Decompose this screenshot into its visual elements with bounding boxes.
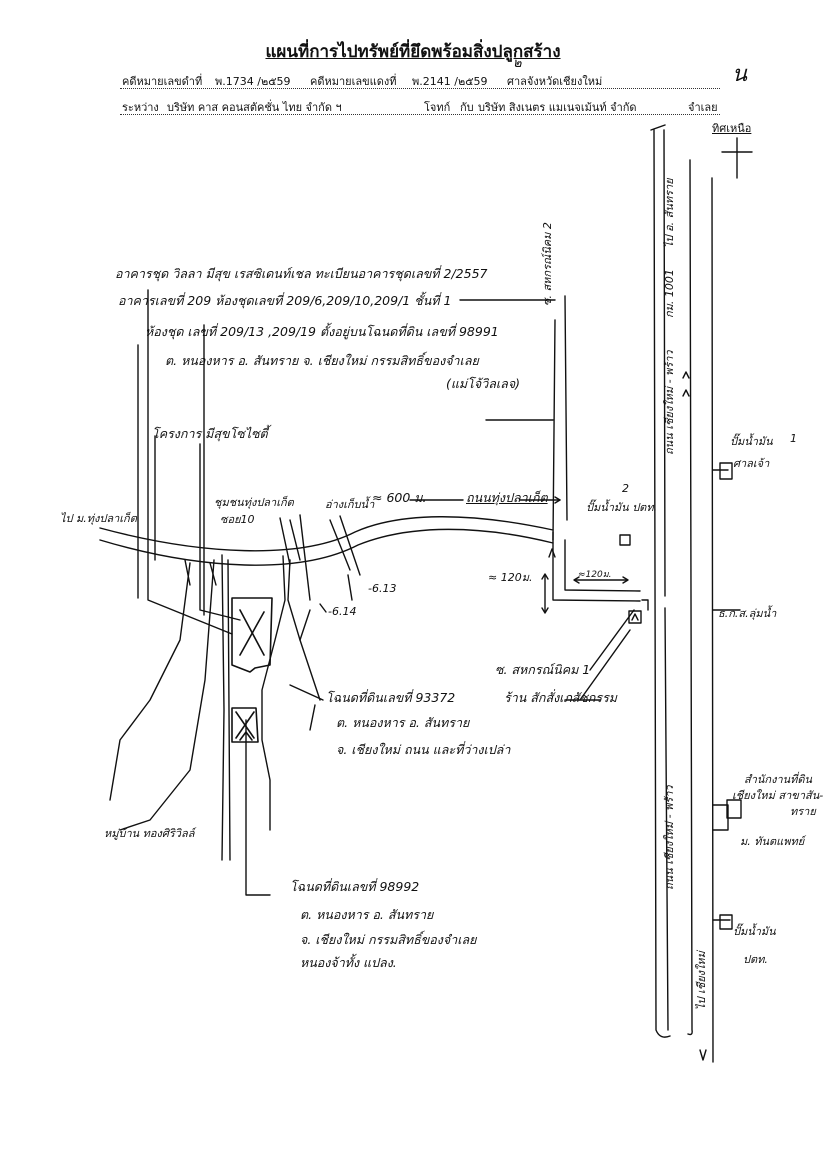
court-name: ศาลจังหวัดเชียงใหม่ <box>507 75 603 88</box>
building-line-3: ห้องชุด เลขที่ 209/13 ,209/19 ตั้งอยู่บน… <box>145 324 499 339</box>
project-label: โครงการ มีสุขโซไซตี้ <box>152 426 268 441</box>
leader-lines <box>137 289 635 896</box>
case-red-label: คดีหมายเลขแดงที่ <box>310 75 397 88</box>
deed-93372-line-3: จ. เชียงใหม่ ถนน และที่ว่างเปล่า <box>336 742 511 757</box>
north-label: ทิศเหนือ <box>712 122 752 135</box>
building-line-1: อาคารชุด วิลลา มีสุข เรสซิเดนท์เชล ทะเบี… <box>115 266 488 281</box>
highway-km: กม. 1001 <box>663 269 676 318</box>
defendant-label: จำเลย <box>688 101 718 114</box>
deed-98992-line-4: หนองจ้าทั้ง แปลง. <box>300 955 397 970</box>
deed-98992-line-1: โฉนดที่ดินเลขที่ 98992 <box>290 879 420 894</box>
plaintiff-label: โจทก์ <box>424 101 451 114</box>
to-chiangmai: ไป เชียงใหม่ <box>695 951 708 1010</box>
gas-number-2: 2 <box>622 482 629 495</box>
municipal-office-2: เชียงใหม่ สาขาสัน- <box>732 789 824 802</box>
bank-label: ธ.ก.ส.ลุ่มน้ำ <box>718 607 777 620</box>
page-mark: ๒ <box>513 56 522 71</box>
municipal-office-1: สำนักงานที่ดิน <box>744 773 813 786</box>
approx-600: ≈ 600 ม. <box>372 490 427 505</box>
housing-estate: หมู่บ้าน ทองศิริวิลล์ <box>104 827 195 840</box>
to-village-label: ไป ม.ทุ่งปลาเก็ต <box>60 512 137 525</box>
shop-sign: ร้าน สักสั่งเภสัชกรรม <box>504 690 618 705</box>
with-label: กับ <box>460 101 474 114</box>
deed-93372-line-1: โฉนดที่ดินเลขที่ 93372 <box>326 690 456 705</box>
defendant-name: บริษัท สิงเนตร แมเนจเม้นท์ จำกัด <box>478 101 637 114</box>
road-side-label: อ่างเก็บน้ำ <box>325 498 375 511</box>
road-tung-label: ถนนทุ่งปลาเก็ต <box>466 490 548 505</box>
header-rule-1 <box>120 88 720 89</box>
parcel-main <box>231 597 273 743</box>
highway-road <box>650 124 714 1063</box>
case-red-no: พ.2141 /๒๕59 <box>412 75 488 88</box>
gas-station-2: ปั๊มน้ำมัน ปตท. <box>586 501 658 514</box>
corner-mark: น <box>732 62 748 87</box>
building-line-4: ต. หนองหาร อ. สันทราย จ. เชียงใหม่ กรรมส… <box>165 353 479 368</box>
gas-station-3-line-2: ปตท. <box>743 953 768 966</box>
soi-sahakorn-2: ซ. สหกรณ์นิคม 2 <box>541 222 554 306</box>
gas-station-3-line-1: ปั๊มน้ำมัน <box>733 925 776 938</box>
gas-station-1-sub: ศาลเจ้า <box>733 457 770 470</box>
marker-6-14: -6.14 <box>328 605 357 618</box>
tung-plaket-road <box>99 295 641 602</box>
gas-number-1: 1 <box>790 432 797 445</box>
building-line-5: (แม่โจ้วิลเลจ) <box>446 376 521 391</box>
building-line-2: อาคารเลขที่ 209 ห้องชุดเลขที่ 209/6,209/… <box>118 293 452 308</box>
parcel-outline <box>109 554 321 861</box>
dist-120-vertical: ≈ 120ม. <box>488 571 533 584</box>
deed-98992-line-3: จ. เชียงใหม่ กรรมสิทธิ์ของจำเลย <box>300 932 477 947</box>
deed-98992-line-2: ต. หนองหาร อ. สันทราย <box>300 907 434 922</box>
plaintiff-name: บริษัท คาส คอนสตัคชั่น ไทย จำกัด ฯ <box>167 101 342 114</box>
deed-93372-line-2: ต. หนองหาร อ. สันทราย <box>336 715 470 730</box>
case-black-no: พ.1734 /๒๕59 <box>215 75 291 88</box>
to-sanpatong: ไป อ. สันทราย <box>663 178 676 248</box>
soi-hatching <box>184 514 361 601</box>
case-black-label: คดีหมายเลขดำที่ <box>122 75 203 88</box>
between-label: ระหว่าง <box>122 101 159 114</box>
junction-symbols <box>619 462 742 930</box>
soi-label-1: ชุมชนทุ่งปลาเก็ต <box>214 496 294 509</box>
gas-station-1: ปั๊มน้ำมัน <box>730 435 773 448</box>
university-label: ม. ทันตแพทย์ <box>740 835 805 848</box>
distance-arrows <box>409 496 629 614</box>
east-branches <box>712 469 741 921</box>
north-arrow-icon <box>721 137 753 179</box>
soi-sahakorn-1: ซ. สหกรณ์นิคม 1 <box>495 662 591 677</box>
highway-name-lower: ถนน เชียงใหม่ - พร้าว <box>663 785 676 890</box>
page-title: แผนที่การไปทรัพย์ที่ยึดพร้อมสิ่งปลูกสร้า… <box>265 42 561 62</box>
highway-name-upper: ถนน เชียงใหม่ - พร้าว <box>663 350 676 455</box>
soi-label-2: ซอย10 <box>220 513 255 526</box>
dist-120-horizontal: ≈120ม. <box>578 570 612 580</box>
header-rule-2 <box>120 114 720 115</box>
marker-6-13: -6.13 <box>368 582 397 595</box>
municipal-office-3: ทราย <box>790 805 816 818</box>
